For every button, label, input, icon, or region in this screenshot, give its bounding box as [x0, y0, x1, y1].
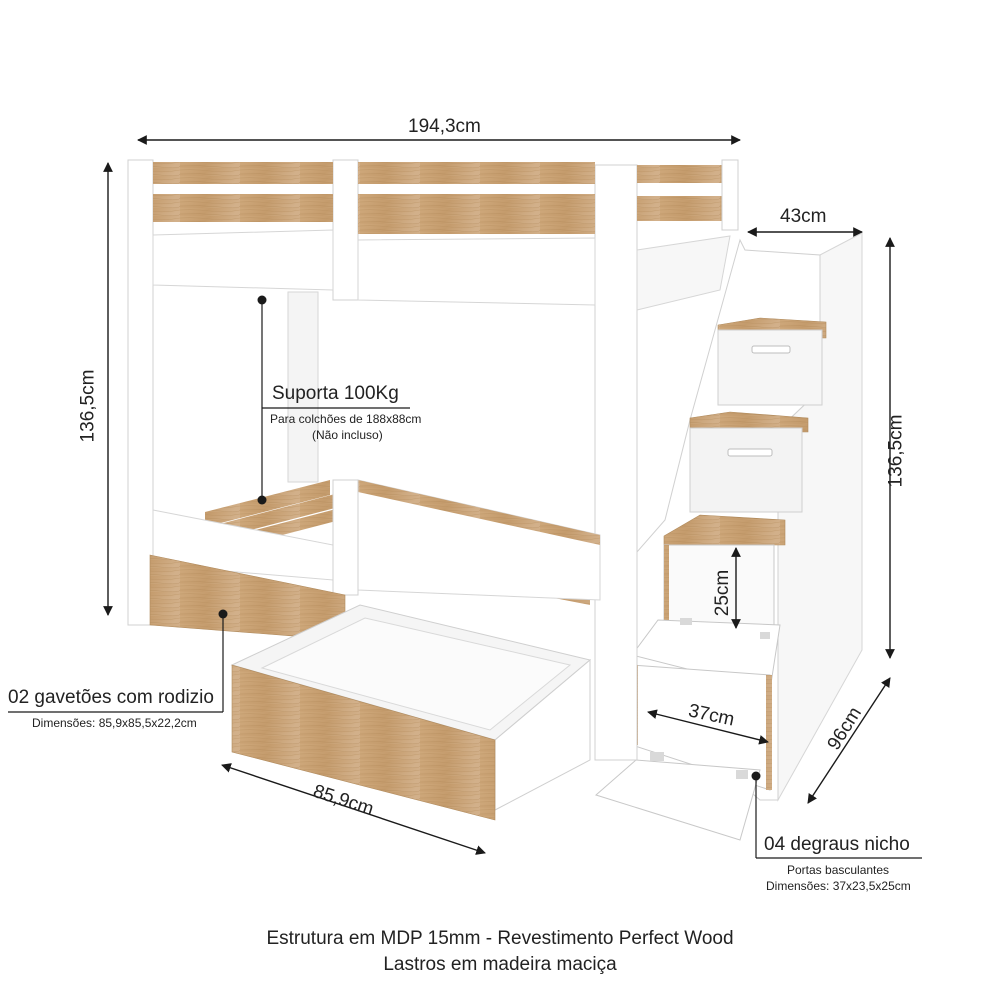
steps-callout-title: 04 degraus nicho: [764, 834, 910, 855]
footer-line-2: Lastros em madeira maciça: [383, 954, 617, 975]
dim-height-left: 136,5cm: [77, 369, 99, 443]
callout-dots: [218, 295, 761, 781]
dim-niche-height: 25cm: [712, 569, 734, 617]
support-callout-line1: Para colchões de 188x88cm: [270, 412, 422, 426]
support-callout-line2: (Não incluso): [312, 428, 383, 442]
drawers-callout-title: 02 gavetões com rodizio: [8, 687, 214, 708]
dim-height-right: 136,5cm: [885, 414, 907, 488]
support-callout-title: Suporta 100Kg: [272, 383, 399, 404]
open-drawer: [230, 604, 592, 821]
bed-frame: [127, 159, 739, 761]
dimension-lines: [103, 135, 895, 855]
callout-leaders: [8, 300, 922, 859]
steps-callout-line2: Dimensões: 37x23,5x25cm: [766, 879, 911, 893]
steps-callout-line1: Portas basculantes: [787, 863, 890, 877]
footer-line-1: Estrutura em MDP 15mm - Revestimento Per…: [266, 928, 734, 949]
dim-total-width: 194,3cm: [408, 116, 481, 137]
dim-stair-width: 43cm: [780, 206, 827, 227]
drawers-callout-line1: Dimensões: 85,9x85,5x22,2cm: [32, 716, 197, 730]
